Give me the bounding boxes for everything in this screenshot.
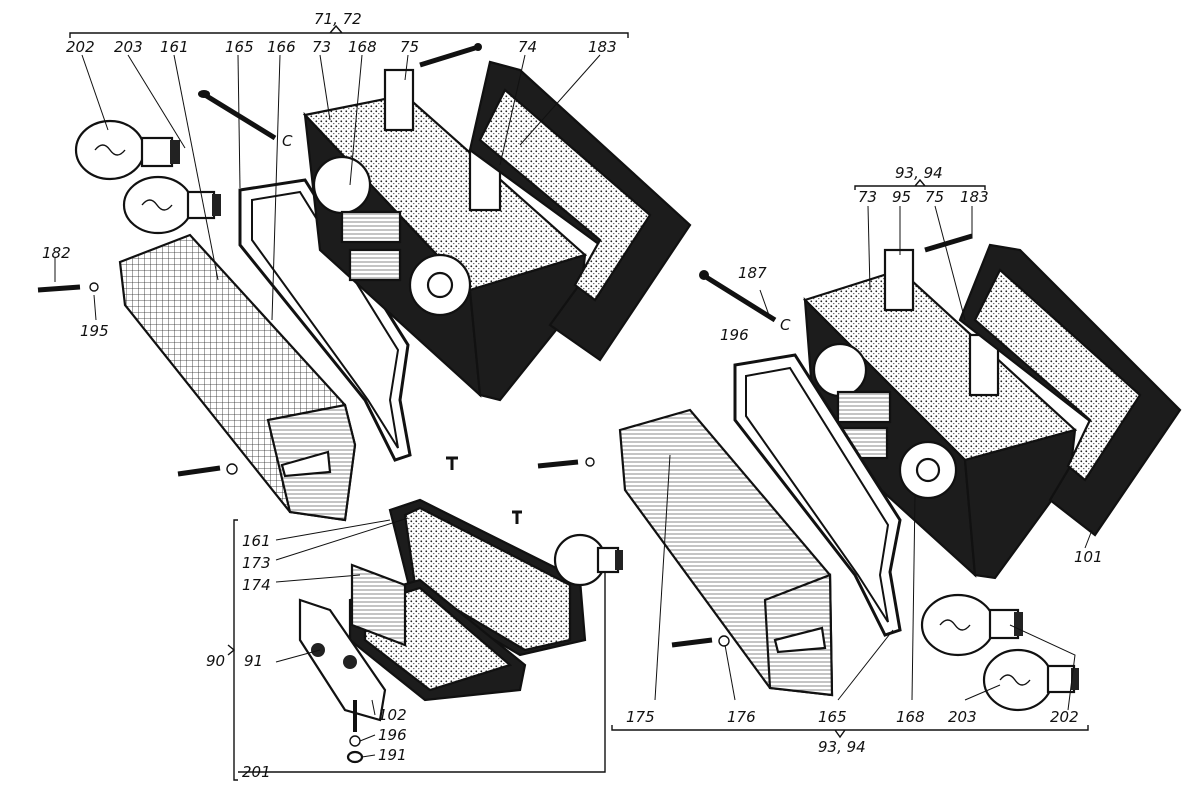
screw-mid bbox=[537, 457, 595, 469]
label-191: 191 bbox=[378, 746, 407, 764]
label-74: 74 bbox=[518, 38, 537, 56]
label-182: 182 bbox=[42, 244, 71, 262]
label-201: 201 bbox=[242, 763, 271, 781]
leader-lines bbox=[54, 54, 1093, 773]
label-195: 195 bbox=[80, 322, 109, 340]
label-75-right: 75 bbox=[925, 188, 944, 206]
bracket-93-94-top bbox=[854, 178, 986, 190]
gasket-right bbox=[733, 353, 902, 637]
housing-right bbox=[802, 268, 1078, 580]
bulb-203-left bbox=[122, 175, 221, 235]
housing-left bbox=[302, 93, 588, 402]
bulb-plate-light bbox=[553, 533, 623, 587]
bracket-90 bbox=[227, 519, 606, 781]
label-196-mid: 196 bbox=[378, 726, 407, 744]
label-168-right: 168 bbox=[896, 708, 925, 726]
label-161-mid: 161 bbox=[242, 532, 271, 550]
label-102: 102 bbox=[378, 706, 407, 724]
bracket-93-94-bottom bbox=[611, 725, 1089, 739]
bulb-202-right bbox=[920, 593, 1023, 657]
bulb-202-left bbox=[74, 119, 180, 181]
screw-long-left: C bbox=[198, 90, 293, 150]
svg-text:C: C bbox=[282, 132, 293, 150]
label-183-left: 183 bbox=[588, 38, 617, 56]
label-202-left: 202 bbox=[66, 38, 95, 56]
label-165-left: 165 bbox=[225, 38, 254, 56]
bulb-203-right bbox=[982, 648, 1079, 712]
label-93-94-bottom: 93, 94 bbox=[818, 738, 866, 756]
label-174: 174 bbox=[242, 576, 271, 594]
lens-left bbox=[118, 233, 357, 522]
screw-lens-left bbox=[177, 463, 238, 477]
lamp-socket-91 bbox=[298, 598, 387, 764]
label-95: 95 bbox=[892, 188, 911, 206]
screw-lens-right bbox=[671, 635, 730, 648]
connector-95-right bbox=[883, 248, 1000, 397]
label-165-right: 165 bbox=[818, 708, 847, 726]
lens-right bbox=[618, 408, 834, 697]
label-101: 101 bbox=[1074, 548, 1103, 566]
label-175: 175 bbox=[626, 708, 655, 726]
label-93-94-top: 93, 94 bbox=[895, 164, 943, 182]
screw-183-right bbox=[924, 233, 973, 253]
label-75-left: 75 bbox=[400, 38, 419, 56]
screw-small-mid bbox=[446, 456, 522, 524]
label-176: 176 bbox=[727, 708, 756, 726]
plate-light-lens-174 bbox=[350, 563, 407, 647]
label-168-left: 168 bbox=[348, 38, 377, 56]
label-203-left: 203 bbox=[114, 38, 143, 56]
part-labels: 71, 72 202 203 161 165 166 73 168 75 74 … bbox=[42, 10, 1103, 781]
label-161-left: 161 bbox=[160, 38, 189, 56]
label-202-right: 202 bbox=[1050, 708, 1079, 726]
screw-187: C bbox=[699, 270, 791, 334]
label-173: 173 bbox=[242, 554, 271, 572]
label-71-72: 71, 72 bbox=[314, 10, 362, 28]
frame-right-101 bbox=[958, 243, 1182, 537]
svg-text:C: C bbox=[780, 316, 791, 334]
bracket-71-72 bbox=[69, 24, 629, 38]
label-166: 166 bbox=[267, 38, 296, 56]
label-187: 187 bbox=[738, 264, 767, 282]
label-73-right: 73 bbox=[858, 188, 877, 206]
label-90: 90 bbox=[206, 652, 225, 670]
screw-182 bbox=[37, 282, 99, 293]
label-183-right: 183 bbox=[960, 188, 989, 206]
label-196-right: 196 bbox=[720, 326, 749, 344]
label-203-right: 203 bbox=[948, 708, 977, 726]
screw-top-left bbox=[419, 43, 482, 68]
label-91: 91 bbox=[244, 652, 263, 670]
label-73-left: 73 bbox=[312, 38, 331, 56]
